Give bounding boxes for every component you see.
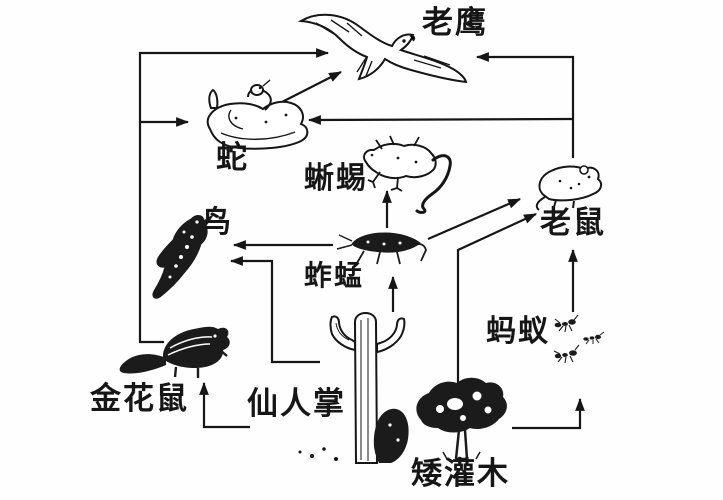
bird-icon bbox=[152, 213, 215, 299]
cactus-icon bbox=[298, 312, 409, 464]
ant-icon bbox=[553, 314, 605, 364]
arrow-shrub-ant bbox=[512, 397, 585, 430]
label-lizard: 蜥蜴 bbox=[304, 161, 368, 196]
label-eagle: 老鹰 bbox=[422, 5, 488, 41]
label-cactus: 仙人掌 bbox=[247, 386, 346, 422]
label-grasshopper: 蚱蜢 bbox=[304, 259, 365, 292]
arrow-cactus-bird bbox=[229, 256, 320, 364]
shrub-icon bbox=[416, 377, 507, 461]
snake-icon bbox=[206, 79, 309, 150]
label-rat: 老鼠 bbox=[540, 205, 606, 241]
arrow-chipmunk-eagle bbox=[138, 48, 330, 344]
lizard-icon bbox=[363, 135, 452, 214]
label-snake: 蛇 bbox=[216, 140, 249, 176]
eagle-icon bbox=[297, 13, 468, 84]
label-chipmunk: 金花鼠 bbox=[90, 381, 189, 417]
arrow-grasshopper-rat bbox=[427, 197, 521, 241]
arrow-cactus-chipmunk bbox=[199, 381, 250, 429]
arrow-rat-eagle bbox=[475, 52, 575, 158]
label-shrub: 矮灌木 bbox=[411, 456, 510, 492]
chipmunk-icon bbox=[119, 326, 230, 378]
arrow-snake-eagle bbox=[281, 71, 342, 103]
label-bird: 鸟 bbox=[201, 205, 233, 240]
grasshopper-icon bbox=[336, 232, 427, 265]
arrow-rat-snake bbox=[307, 115, 574, 125]
label-ant: 蚂蚁 bbox=[486, 314, 550, 349]
arrow-shrub-rat bbox=[456, 213, 537, 384]
rat-icon bbox=[535, 165, 603, 211]
